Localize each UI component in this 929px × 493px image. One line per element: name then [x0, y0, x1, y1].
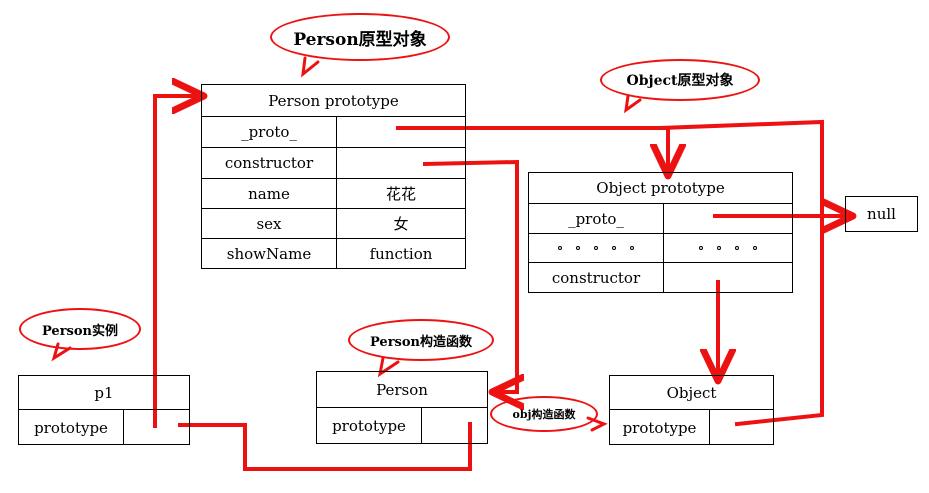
- table-p1: p1 prototype: [18, 375, 190, 445]
- dot: [576, 246, 580, 250]
- bubble-object-prototype-object: Object原型对象: [600, 59, 760, 101]
- table-row: name 花花: [202, 179, 465, 209]
- dot: [753, 246, 757, 250]
- table-title: Object: [666, 383, 717, 402]
- table-title: Object prototype: [596, 179, 725, 197]
- table-row: _proto_: [202, 117, 465, 148]
- table-title-row: p1: [19, 376, 189, 410]
- dot: [594, 246, 598, 250]
- table-title: p1: [94, 383, 114, 402]
- row-key: constructor: [202, 148, 337, 178]
- dot: [612, 246, 616, 250]
- bubble-label: Person实例: [42, 323, 118, 339]
- table-title-row: Person prototype: [202, 85, 465, 117]
- dot: [699, 246, 703, 250]
- row-value: [337, 117, 465, 147]
- table-row: constructor: [202, 148, 465, 179]
- row-value: [337, 148, 465, 178]
- bubble-person-instance: Person实例: [19, 308, 141, 350]
- bubble-person-constructor: Person构造函数: [348, 319, 494, 361]
- tail-person-proto-obj: [301, 56, 320, 78]
- row-key: showName: [202, 239, 337, 269]
- table-row: prototype: [610, 410, 773, 445]
- bubble-label: Object原型对象: [626, 73, 734, 89]
- table-row: constructor: [529, 263, 792, 293]
- row-value-dots: [664, 234, 792, 262]
- table-title: Person: [376, 380, 428, 399]
- table-title: Person prototype: [268, 91, 399, 110]
- table-null: null: [845, 196, 918, 232]
- row-value: [422, 408, 487, 444]
- row-key: _proto_: [529, 204, 664, 233]
- row-value: 花花: [385, 185, 416, 203]
- dot: [558, 246, 562, 250]
- row-key-dots: [529, 234, 664, 262]
- bubble-person-prototype-object: Person原型对象: [270, 13, 450, 61]
- table-object-prototype: Object prototype _proto_ constructor: [528, 172, 793, 293]
- row-value: [664, 263, 792, 293]
- null-label: null: [867, 205, 896, 223]
- row-key: name: [202, 179, 337, 208]
- table-row: _proto_: [529, 204, 792, 234]
- dot: [735, 246, 739, 250]
- table-title-row: Object: [610, 376, 773, 410]
- row-key: prototype: [317, 408, 422, 444]
- bubble-label: Person原型对象: [293, 29, 427, 50]
- row-value: [710, 410, 773, 445]
- bubble-label: Person构造函数: [370, 334, 472, 350]
- table-title-row: null: [846, 197, 917, 231]
- table-person-prototype: Person prototype _proto_ constructor nam…: [201, 84, 466, 269]
- row-key: prototype: [610, 410, 710, 445]
- table-title-row: Person: [317, 372, 487, 408]
- row-key: prototype: [19, 410, 124, 445]
- row-value: [664, 204, 792, 233]
- table-object: Object prototype: [609, 375, 774, 445]
- table-row: showName function: [202, 239, 465, 269]
- ellipsis-dots-right: [699, 246, 757, 250]
- row-value: 女: [393, 215, 409, 233]
- table-person: Person prototype: [316, 371, 488, 444]
- row-key: sex: [202, 209, 337, 238]
- table-row: sex 女: [202, 209, 465, 239]
- row-key: constructor: [529, 263, 664, 293]
- ellipsis-dots-left: [558, 246, 634, 250]
- table-row: prototype: [19, 410, 189, 445]
- row-value: [124, 410, 189, 445]
- bubble-obj-constructor: obj构造函数: [490, 396, 598, 432]
- dot: [717, 246, 721, 250]
- table-title-row: Object prototype: [529, 173, 792, 204]
- bubble-label: obj构造函数: [512, 408, 576, 421]
- row-value: function: [369, 245, 433, 263]
- row-key: _proto_: [202, 117, 337, 147]
- table-row: prototype: [317, 408, 487, 444]
- tail-object-proto-obj: [624, 94, 642, 114]
- dot: [630, 246, 634, 250]
- table-row-ellipsis: [529, 234, 792, 263]
